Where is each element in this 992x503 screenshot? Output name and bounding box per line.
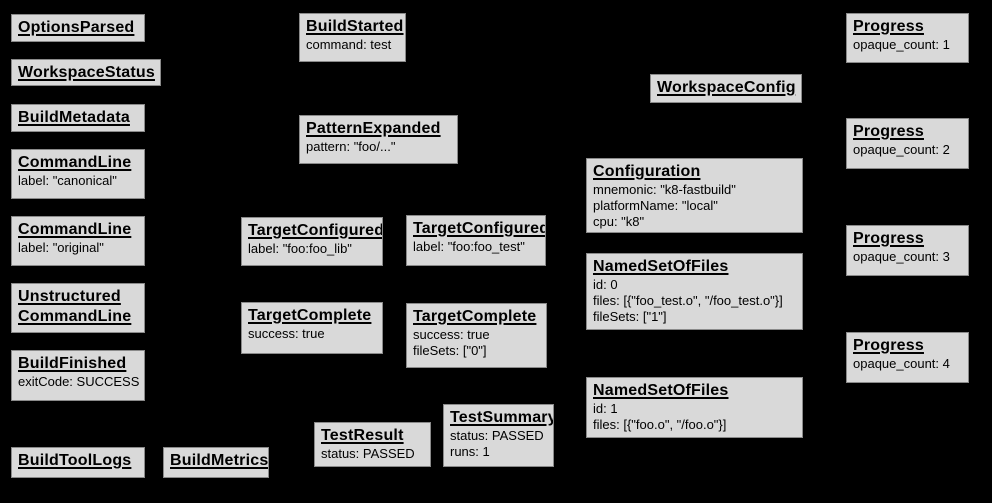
event-node-detail: opaque_count: 3 [853,249,950,264]
event-node-detail: exitCode: SUCCESS [18,374,140,389]
event-node-title: OptionsParsed [18,19,135,36]
event-node-title: Progress [853,18,924,35]
event-node-title: TargetConfigured [413,220,546,237]
event-node-title: TestResult [321,427,404,444]
event-node-detail: label: "foo:foo_test" [413,239,525,254]
event-node-build-tool-logs: BuildToolLogs [11,447,145,478]
event-node-detail: label: "original" [18,240,104,255]
event-node-title: Progress [853,230,924,247]
event-node-detail: opaque_count: 1 [853,37,950,52]
event-node-progress-4: Progress opaque_count: 4 [846,332,969,383]
event-node-title: TargetConfigured [248,222,383,239]
event-node-detail: opaque_count: 2 [853,142,950,157]
event-node-detail: files: [{"foo.o", "/foo.o"}] [593,417,727,432]
event-node-detail: platformName: "local" [593,198,718,213]
event-node-progress-1: Progress opaque_count: 1 [846,13,969,63]
event-node-title: TargetComplete [413,308,537,325]
event-node-configuration: Configuration mnemonic: "k8-fastbuild"pl… [586,158,803,233]
event-node-build-metrics: BuildMetrics [163,447,269,478]
event-node-title: CommandLine [18,221,132,238]
event-node-title: WorkspaceConfig [657,79,796,96]
event-node-detail: id: 0 [593,277,618,292]
event-node-detail: command: test [306,37,392,52]
event-node-detail: pattern: "foo/..." [306,139,396,154]
event-node-detail: id: 1 [593,401,618,416]
event-node-title: BuildMetrics [170,452,269,469]
event-node-title: TestSummary [450,409,554,426]
event-node-detail: runs: 1 [450,444,490,459]
event-node-test-result: TestResult status: PASSED [314,422,431,467]
event-node-workspace-config: WorkspaceConfig [650,74,802,103]
event-node-target-configured-foo-lib: TargetConfigured label: "foo:foo_lib" [241,217,383,266]
event-node-detail: label: "canonical" [18,173,117,188]
event-node-title: PatternExpanded [306,120,441,137]
event-node-title: BuildFinished [18,355,127,372]
event-node-title: Unstructured CommandLine [18,288,132,325]
event-node-detail: opaque_count: 4 [853,356,950,371]
event-node-unstructured-command-line: Unstructured CommandLine [11,283,145,333]
event-node-pattern-expanded: PatternExpanded pattern: "foo/..." [299,115,458,164]
event-node-title: Configuration [593,163,701,180]
event-node-title: NamedSetOfFiles [593,382,729,399]
event-node-title: BuildStarted [306,18,404,35]
event-node-title: BuildMetadata [18,109,130,126]
event-node-detail: fileSets: ["1"] [593,309,667,324]
event-node-progress-2: Progress opaque_count: 2 [846,118,969,169]
event-node-detail: success: true [248,326,325,341]
event-node-command-line-original: CommandLine label: "original" [11,216,145,266]
event-node-target-configured-foo-test: TargetConfigured label: "foo:foo_test" [406,215,546,266]
event-node-target-complete-foo-lib: TargetComplete success: true [241,302,383,354]
event-node-progress-3: Progress opaque_count: 3 [846,225,969,276]
event-node-build-started: BuildStarted command: test [299,13,406,62]
event-node-detail: files: [{"foo_test.o", "/foo_test.o"}] [593,293,783,308]
event-node-title: Progress [853,123,924,140]
event-node-title: TargetComplete [248,307,372,324]
event-node-build-finished: BuildFinished exitCode: SUCCESS [11,350,145,401]
event-node-detail: fileSets: ["0"] [413,343,487,358]
event-node-detail: mnemonic: "k8-fastbuild" [593,182,736,197]
event-node-detail: status: PASSED [321,446,415,461]
event-node-detail: status: PASSED [450,428,544,443]
event-node-command-line-canonical: CommandLine label: "canonical" [11,149,145,199]
event-node-workspace-status: WorkspaceStatus [11,59,161,86]
event-node-title: WorkspaceStatus [18,64,155,81]
event-node-title: BuildToolLogs [18,452,132,469]
event-node-title: NamedSetOfFiles [593,258,729,275]
event-node-options-parsed: OptionsParsed [11,14,145,42]
event-node-detail: label: "foo:foo_lib" [248,241,352,256]
event-node-title: CommandLine [18,154,132,171]
event-node-detail: cpu: "k8" [593,214,645,229]
event-node-build-metadata: BuildMetadata [11,104,145,132]
event-node-detail: success: true [413,327,490,342]
event-node-title: Progress [853,337,924,354]
